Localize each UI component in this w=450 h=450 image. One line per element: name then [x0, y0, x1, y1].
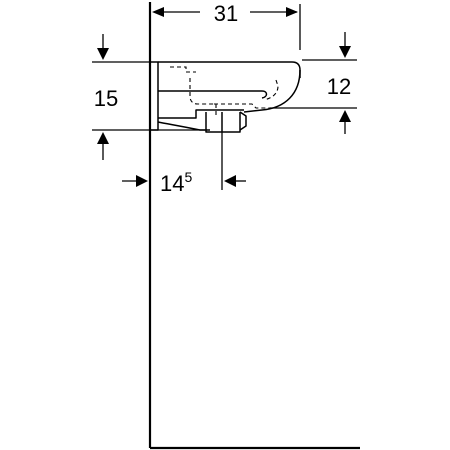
lower-contour: [157, 121, 210, 131]
dimension-depth-bottom: [122, 132, 246, 190]
depth-bottom-label: 145: [160, 169, 192, 196]
dimension-height-right: [270, 32, 357, 134]
washbasin: [150, 61, 301, 133]
basin-rim: [158, 61, 301, 78]
rim-lower-line: [158, 90, 268, 99]
depth-bottom-main: 14: [160, 171, 184, 196]
wall: [148, 2, 360, 450]
height-right-label: 12: [327, 74, 351, 99]
basin-front: [243, 69, 301, 113]
depth-bottom-superscript: 5: [184, 169, 192, 185]
wall-bracket: [150, 61, 159, 131]
width-top-label: 31: [214, 1, 238, 26]
drain-body: [205, 112, 241, 133]
height-left-label: 15: [94, 86, 118, 111]
inner-bowl-hidden: [170, 66, 279, 118]
dimension-width-top: [152, 4, 301, 50]
basin-underside: [158, 109, 244, 119]
dimension-height-left: [92, 34, 205, 160]
